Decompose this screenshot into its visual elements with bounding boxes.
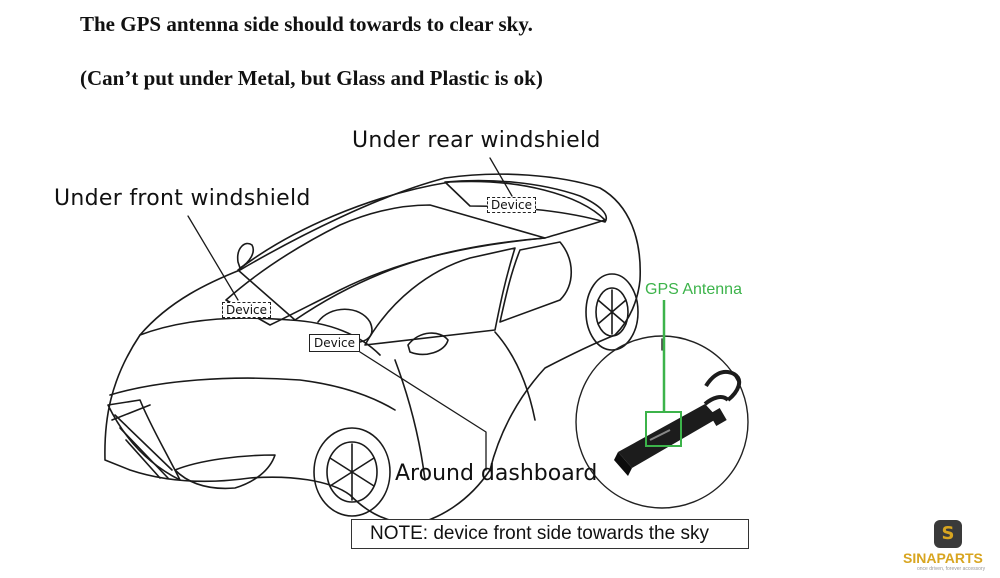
logo-brand-name: SINAPARTS (903, 550, 983, 566)
instruction-subheadline: (Can’t put under Metal, but Glass and Pl… (80, 66, 543, 90)
label-under-front-windshield: Under front windshield (54, 186, 311, 211)
logo-tagline: once driven, forever accessory (917, 566, 986, 572)
label-around-dashboard: Around dashboard (395, 461, 598, 486)
gps-antenna-icon (614, 369, 742, 476)
note-text: NOTE: device front side towards the sky (370, 523, 709, 544)
label-gps-antenna: GPS Antenna (645, 281, 742, 298)
device-tag-dashboard: Device (309, 334, 361, 352)
label-under-rear-windshield: Under rear windshield (352, 128, 601, 153)
note-box (351, 519, 749, 549)
instruction-headline: The GPS antenna side should towards to c… (80, 12, 533, 36)
device-tag-rear: Device (487, 197, 537, 213)
gps-callout (645, 300, 682, 447)
car-outline-icon (104, 157, 749, 526)
sinaparts-logo-icon: S (934, 520, 962, 548)
device-tag-front: Device (222, 302, 272, 318)
